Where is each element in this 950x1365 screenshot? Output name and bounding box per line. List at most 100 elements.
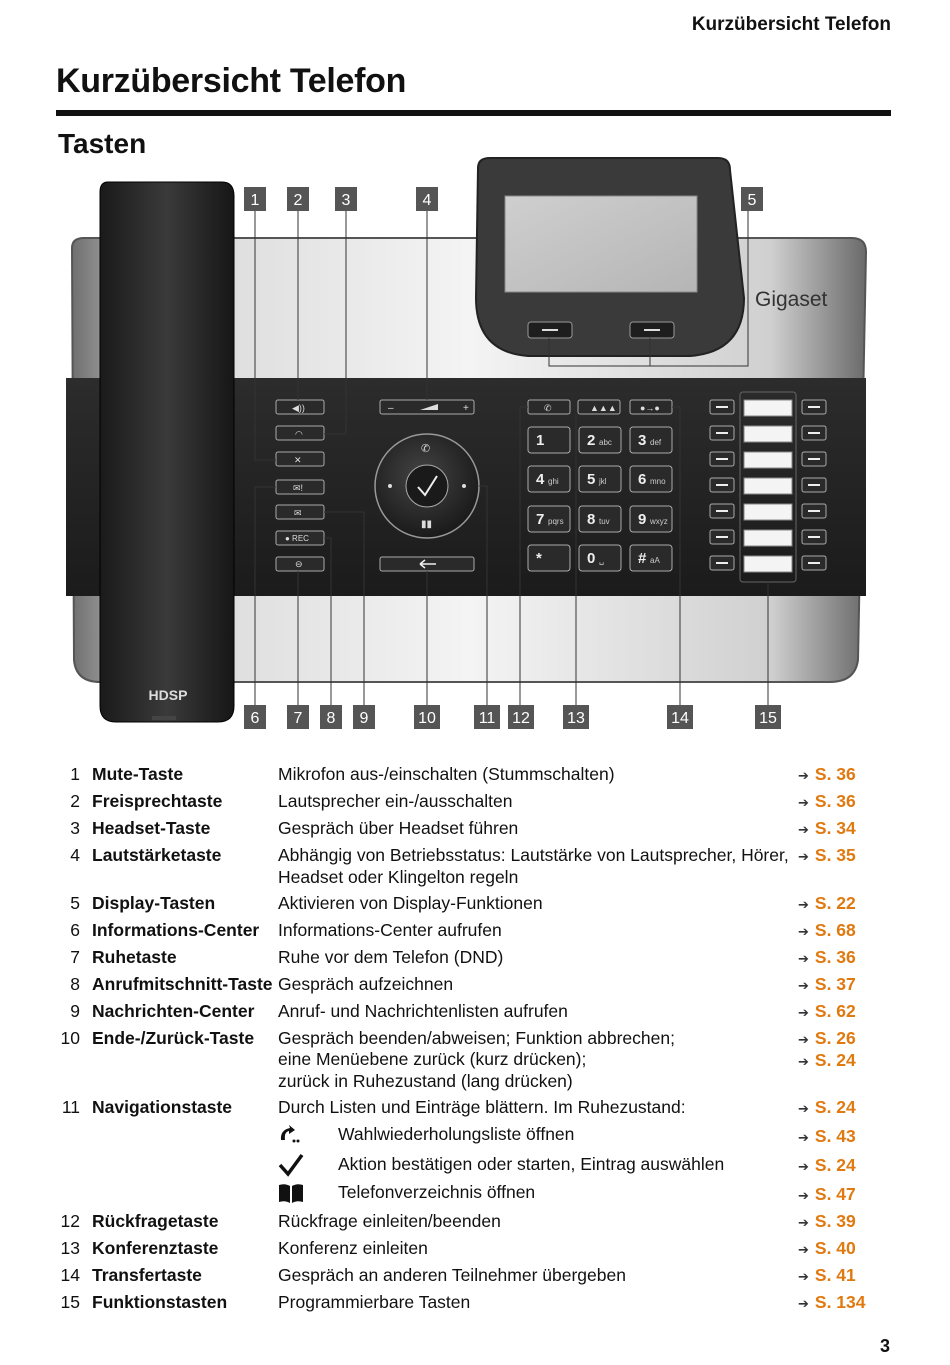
- svg-text:▲▲▲: ▲▲▲: [590, 403, 617, 413]
- function-key-label-strip: [743, 399, 793, 417]
- key-name: Freisprechtaste: [92, 791, 223, 811]
- callout-7: 7: [287, 705, 309, 729]
- page-ref[interactable]: ➔S. 40: [798, 1238, 891, 1261]
- table-row-sub: Wahlwiederholungsliste öffnen➔S. 43: [56, 1124, 891, 1153]
- page-ref[interactable]: ➔S. 36: [798, 764, 891, 787]
- page-ref[interactable]: ➔S. 41: [798, 1265, 891, 1288]
- arrow-icon: ➔: [798, 1054, 809, 1069]
- page-ref[interactable]: ➔S. 24: [798, 1097, 891, 1120]
- page-link[interactable]: S. 26: [814, 1027, 856, 1048]
- key-description: Gespräch an anderen Teilnehmer übergeben: [278, 1264, 626, 1285]
- page-link[interactable]: S. 36: [814, 946, 856, 967]
- nav-sub-text: Aktion bestätigen oder starten, Eintrag …: [338, 1153, 725, 1174]
- function-key-label-strip: [743, 425, 793, 443]
- page-link[interactable]: S. 34: [814, 818, 856, 838]
- callout-lines: [254, 210, 769, 705]
- key-name: Konferenztaste: [92, 1237, 219, 1258]
- page-link[interactable]: S. 36: [814, 791, 856, 811]
- key-description: Mikrofon aus-/einschalten (Stummschalten…: [278, 764, 615, 784]
- key-description: Rückfrage einleiten/beenden: [278, 1210, 501, 1231]
- arrow-icon: ➔: [798, 1129, 809, 1145]
- page-ref[interactable]: ➔S. 26: [798, 1028, 891, 1051]
- keypad-key: 0␣: [578, 544, 622, 572]
- svg-text:✕: ✕: [294, 455, 302, 465]
- title-rule: [56, 110, 891, 116]
- page-link[interactable]: S. 134: [814, 1291, 866, 1312]
- page-link[interactable]: S. 41: [814, 1264, 856, 1285]
- page-link[interactable]: S. 39: [814, 1210, 856, 1231]
- key-number: 11: [61, 1096, 80, 1117]
- page-ref[interactable]: ➔ S. 37: [798, 974, 891, 997]
- page-ref[interactable]: ➔ S. 62: [798, 1001, 891, 1024]
- callout-11: 11: [474, 705, 500, 729]
- callout-number: 12: [512, 710, 530, 727]
- callout-15: 15: [755, 705, 781, 729]
- arrow-icon: ➔: [798, 1004, 809, 1020]
- page-ref[interactable]: ➔ S. 34: [798, 818, 891, 841]
- page-ref[interactable]: ➔S. 22: [798, 893, 891, 916]
- callout-number: 14: [671, 710, 689, 727]
- page-link[interactable]: S. 62: [814, 1000, 856, 1021]
- page-link[interactable]: S. 43: [814, 1125, 856, 1146]
- keypad-key-label: 5: [587, 471, 595, 488]
- page-ref[interactable]: ➔S. 39: [798, 1211, 891, 1234]
- key-description: Aktivieren von Display-Funktionen: [278, 892, 543, 913]
- key-number: 13: [60, 1237, 80, 1258]
- page-link[interactable]: S. 35: [814, 845, 856, 865]
- nav-sub-text: Telefonverzeichnis öffnen: [338, 1181, 536, 1202]
- page-ref[interactable]: ➔ S. 35: [798, 845, 891, 868]
- page-ref[interactable]: ➔S. 134: [798, 1292, 891, 1315]
- function-keys: [709, 399, 827, 573]
- callout-6: 6: [244, 705, 266, 729]
- page-ref-cell: ➔S. 68: [798, 920, 891, 947]
- page-ref-cell: ➔ S. 34: [798, 818, 891, 845]
- arrow-icon: ➔: [798, 977, 809, 993]
- page-link[interactable]: S. 47: [814, 1183, 856, 1204]
- page-link[interactable]: S. 36: [814, 764, 856, 784]
- page-ref[interactable]: ➔S. 47: [798, 1184, 891, 1207]
- page-ref-cell: ➔S. 134: [798, 1292, 891, 1319]
- arrow-icon: ➔: [798, 822, 809, 837]
- brand-logo: Gigaset: [755, 288, 828, 311]
- page-link[interactable]: S. 68: [814, 919, 856, 940]
- callout-4: 4: [416, 187, 438, 211]
- page-ref-cell: ➔ S. 35: [798, 845, 891, 893]
- callout-number: 8: [327, 710, 336, 727]
- page-ref-cell: ➔S. 47: [798, 1182, 891, 1211]
- page-ref[interactable]: ➔S. 68: [798, 920, 891, 943]
- keypad-key-letters: wxyz: [649, 517, 668, 526]
- page-ref[interactable]: ➔ S. 36: [798, 791, 891, 814]
- key-name: Lautstärketaste: [92, 845, 222, 865]
- page-ref[interactable]: ➔ S. 24: [798, 1050, 891, 1073]
- page-link[interactable]: S. 37: [814, 973, 856, 994]
- page-ref[interactable]: ➔ S. 43: [798, 1126, 891, 1149]
- rec-label: ● REC: [285, 534, 309, 543]
- table-row-sub: Telefonverzeichnis öffnen ➔S. 47: [56, 1182, 891, 1211]
- page-ref[interactable]: ➔S. 24: [798, 1155, 891, 1178]
- page-link[interactable]: S. 24: [814, 1096, 856, 1117]
- callout-12: 12: [508, 705, 534, 729]
- key-description: Anruf- und Nachrichtenlisten aufrufen: [278, 1000, 568, 1021]
- page-link[interactable]: S. 22: [814, 892, 856, 913]
- page-ref-cell: ➔ S. 43: [798, 1124, 891, 1153]
- page-ref-cell: ➔S. 39: [798, 1211, 891, 1238]
- arrow-icon: ➔: [798, 849, 809, 864]
- function-key-label-strip: [743, 529, 793, 547]
- handset-label: HDSP: [149, 687, 188, 703]
- page-ref[interactable]: ➔ S. 36: [798, 947, 891, 970]
- page-link[interactable]: S. 24: [814, 1154, 856, 1175]
- page-link[interactable]: S. 40: [814, 1237, 856, 1258]
- key-name: Headset-Taste: [92, 818, 211, 838]
- page-link[interactable]: S. 24: [814, 1050, 856, 1070]
- arrow-icon: ➔: [798, 795, 809, 810]
- key-name: Nachrichten-Center: [92, 1000, 255, 1021]
- arrow-icon: ➔: [798, 950, 809, 966]
